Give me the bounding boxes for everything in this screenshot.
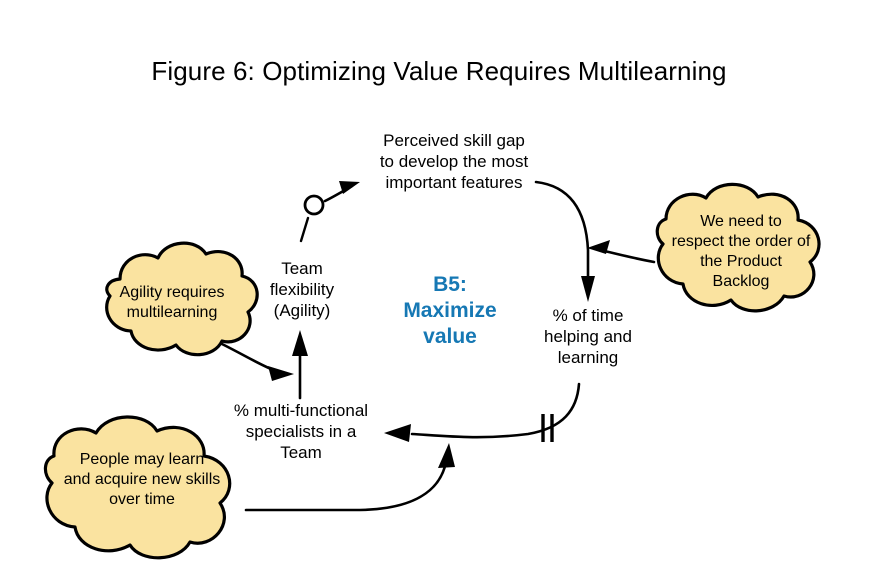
cloud-shape-agility xyxy=(105,241,259,357)
variable-perceived-skill-gap: Perceived skill gap to develop the most … xyxy=(358,130,550,193)
link-agility-cloud-to-multifunctional xyxy=(220,342,294,381)
loop-name-line2: value xyxy=(423,325,477,348)
variable-time-helping-learning-line1: % of time xyxy=(552,306,624,325)
link-time-helping-to-multifunctional xyxy=(384,382,581,442)
loop-name-line1: Maximize xyxy=(403,299,497,322)
variable-time-helping-learning-line3: learning xyxy=(557,348,619,367)
cloud-people-may-learn xyxy=(43,415,232,560)
cloud-shape-backlog xyxy=(655,182,821,313)
arrowhead-backlog-cloud xyxy=(587,240,610,254)
link-curve-agility-cloud xyxy=(220,342,278,373)
variable-team-flexibility-line1: Team xyxy=(281,259,323,278)
link-perceived-gap-to-time-helping xyxy=(534,180,595,302)
cloud-product-backlog-order xyxy=(655,182,821,313)
arrowhead-agility-cloud xyxy=(268,366,294,381)
variable-time-helping-learning: % of time helping and learning xyxy=(524,305,652,368)
variable-perceived-skill-gap-line3: important features xyxy=(385,173,523,192)
arrowhead-to-team-flexibility xyxy=(292,330,308,356)
arrowhead-to-time-helping xyxy=(581,276,595,302)
arrowhead-people-learn-cloud xyxy=(438,443,455,468)
link-curve-time-to-multifunctional xyxy=(410,382,581,439)
link-curve-backlog-cloud xyxy=(598,248,656,264)
variable-multi-functional-specialists-line3: Team xyxy=(280,443,322,462)
link-start-circle-icon xyxy=(303,194,325,216)
variable-multi-functional-specialists-line2: specialists in a xyxy=(245,422,357,441)
link-team-flexibility-to-perceived-skill-gap xyxy=(299,181,360,243)
variable-team-flexibility: Team flexibility (Agility) xyxy=(243,258,361,321)
variable-multi-functional-specialists: % multi-functional specialists in a Team xyxy=(212,400,390,463)
variable-perceived-skill-gap-line2: to develop the most xyxy=(379,152,529,171)
arrowhead-to-perceived-gap xyxy=(339,181,360,194)
variable-team-flexibility-line3: (Agility) xyxy=(273,301,331,320)
variable-multi-functional-specialists-line1: % multi-functional xyxy=(233,401,369,420)
link-curve-people-learn-cloud xyxy=(244,460,448,512)
link-multifunctional-to-team-flexibility xyxy=(292,330,308,400)
variable-time-helping-learning-line2: helping and xyxy=(544,327,632,346)
link-tail-tick xyxy=(299,216,310,243)
variable-team-flexibility-line2: flexibility xyxy=(269,280,335,299)
cloud-shape-people-learn xyxy=(43,415,232,560)
link-people-learn-cloud-to-multifunctional xyxy=(244,443,455,512)
figure-title: Figure 6: Optimizing Value Requires Mult… xyxy=(151,56,727,86)
loop-id-label: B5: xyxy=(433,273,467,296)
loop-identifier-b5: B5: Maximize value xyxy=(378,272,522,350)
variable-perceived-skill-gap-line1: Perceived skill gap xyxy=(383,131,525,150)
arrowhead-to-multifunctional xyxy=(384,424,411,442)
link-backlog-cloud-to-gap-time xyxy=(587,240,656,264)
link-curve-gap-to-time xyxy=(534,180,590,290)
cloud-agility-requires-multilearning xyxy=(105,241,259,357)
